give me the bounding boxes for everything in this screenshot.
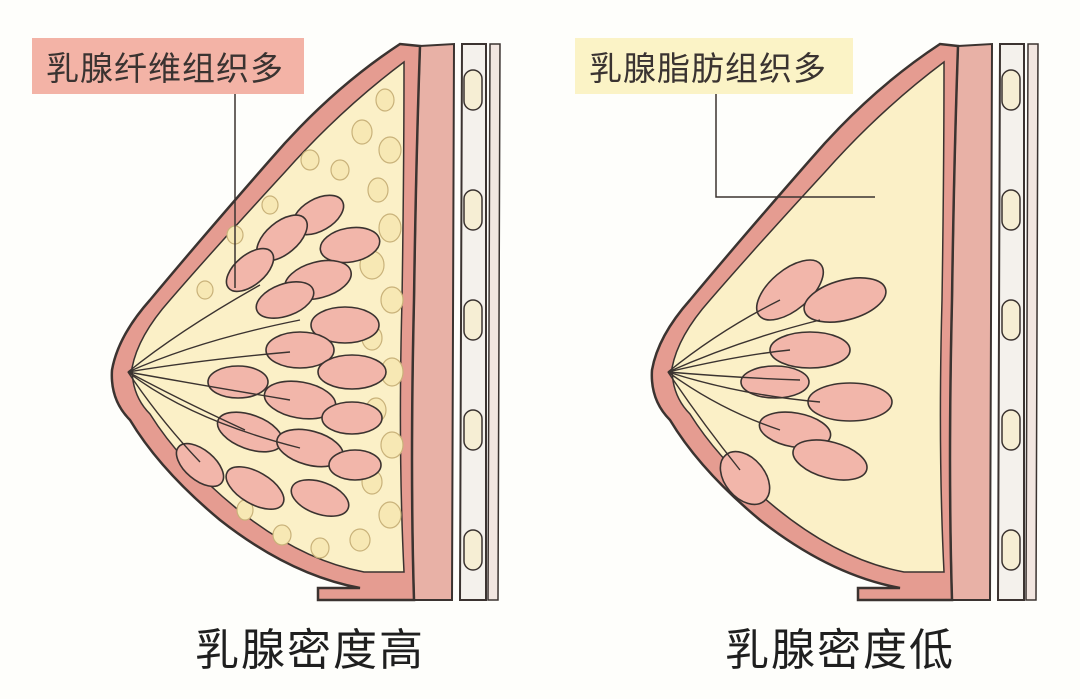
outer-chest-line-right bbox=[1026, 44, 1038, 600]
high-density-caption: 乳腺密度高 bbox=[110, 614, 510, 678]
fatty-breast-illustration bbox=[652, 44, 1038, 600]
fatty-tissue-tag: 乳腺脂肪组织多 bbox=[575, 38, 853, 94]
outer-chest-line bbox=[488, 44, 500, 600]
dense-breast-illustration bbox=[112, 44, 500, 600]
fibrous-tissue-tag: 乳腺纤维组织多 bbox=[32, 38, 304, 94]
low-density-caption: 乳腺密度低 bbox=[640, 614, 1040, 678]
